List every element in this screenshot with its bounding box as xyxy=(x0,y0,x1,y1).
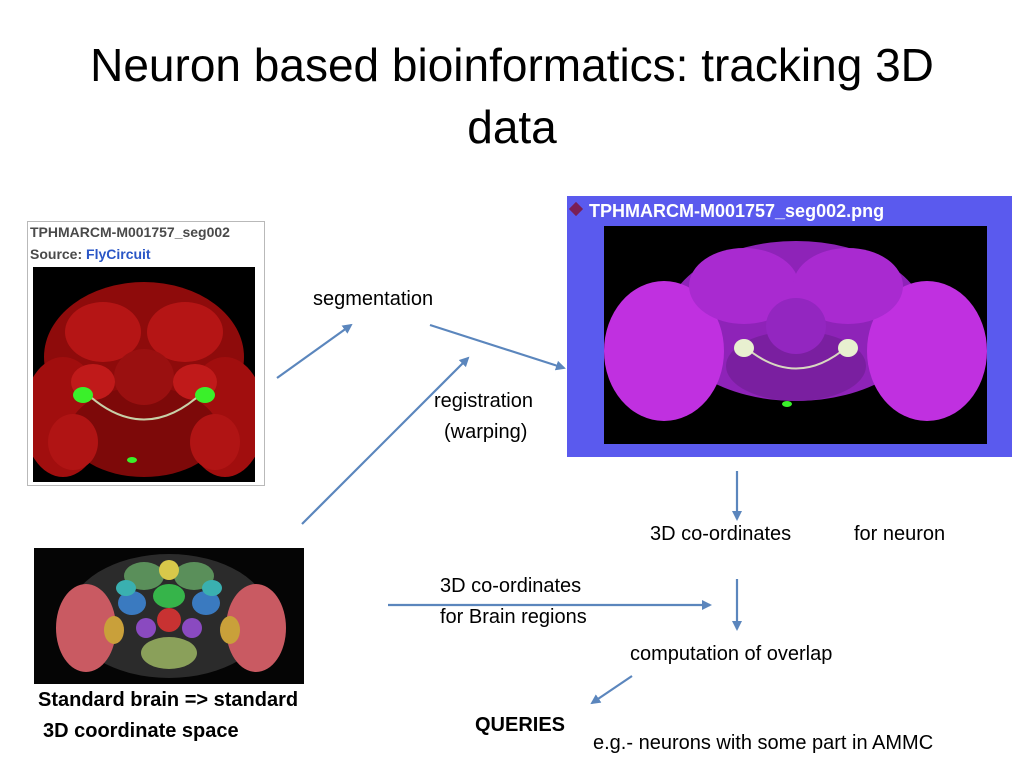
example-query-label: e.g.- neurons with some part in AMMC xyxy=(593,732,934,754)
standard-brain-label-b: 3D coordinate space xyxy=(43,720,239,742)
standard-brain-atlas-image xyxy=(34,548,304,684)
arrow-to-queries xyxy=(590,675,633,705)
queries-label: QUERIES xyxy=(475,714,566,736)
slide-title: Neuron based bioinformatics: tracking 3D… xyxy=(90,39,934,153)
flycircuit-brain-image xyxy=(33,267,255,482)
regions-coords-label-a: 3D co-ordinates xyxy=(440,575,582,597)
regions-coords-label-b: for Brain regions xyxy=(440,606,587,628)
overlap-label: computation of overlap xyxy=(630,643,833,665)
registered-image-header: TPHMARCM-M001757_seg002.png xyxy=(589,201,885,221)
registration-label: registration xyxy=(434,390,533,412)
arrow-to-segmentation xyxy=(276,323,353,379)
neuron-coords-label-a: 3D co-ordinates xyxy=(650,523,792,545)
flycircuit-source-line: Source: FlyCircuit xyxy=(30,244,151,264)
flycircuit-image-header: TPHMARCM-M001757_seg002 xyxy=(30,224,230,240)
neuron-coords-label-b: for neuron xyxy=(854,523,946,545)
arrow-standard-to-registration xyxy=(301,356,470,525)
warping-label: (warping) xyxy=(444,421,528,443)
flycircuit-image-panel: TPHMARCM-M001757_seg002 Source: FlyCircu… xyxy=(27,221,265,486)
registered-brain-image xyxy=(604,226,987,444)
registered-image-panel: TPHMARCM-M001757_seg002.png xyxy=(567,196,1012,457)
source-prefix: Source: xyxy=(30,246,87,262)
standard-brain-label-a: Standard brain => standard xyxy=(38,689,299,711)
segmentation-label: segmentation xyxy=(313,288,434,310)
arrow-segmentation-to-registered xyxy=(429,323,566,371)
flycircuit-source-link[interactable]: FlyCircuit xyxy=(86,246,151,262)
